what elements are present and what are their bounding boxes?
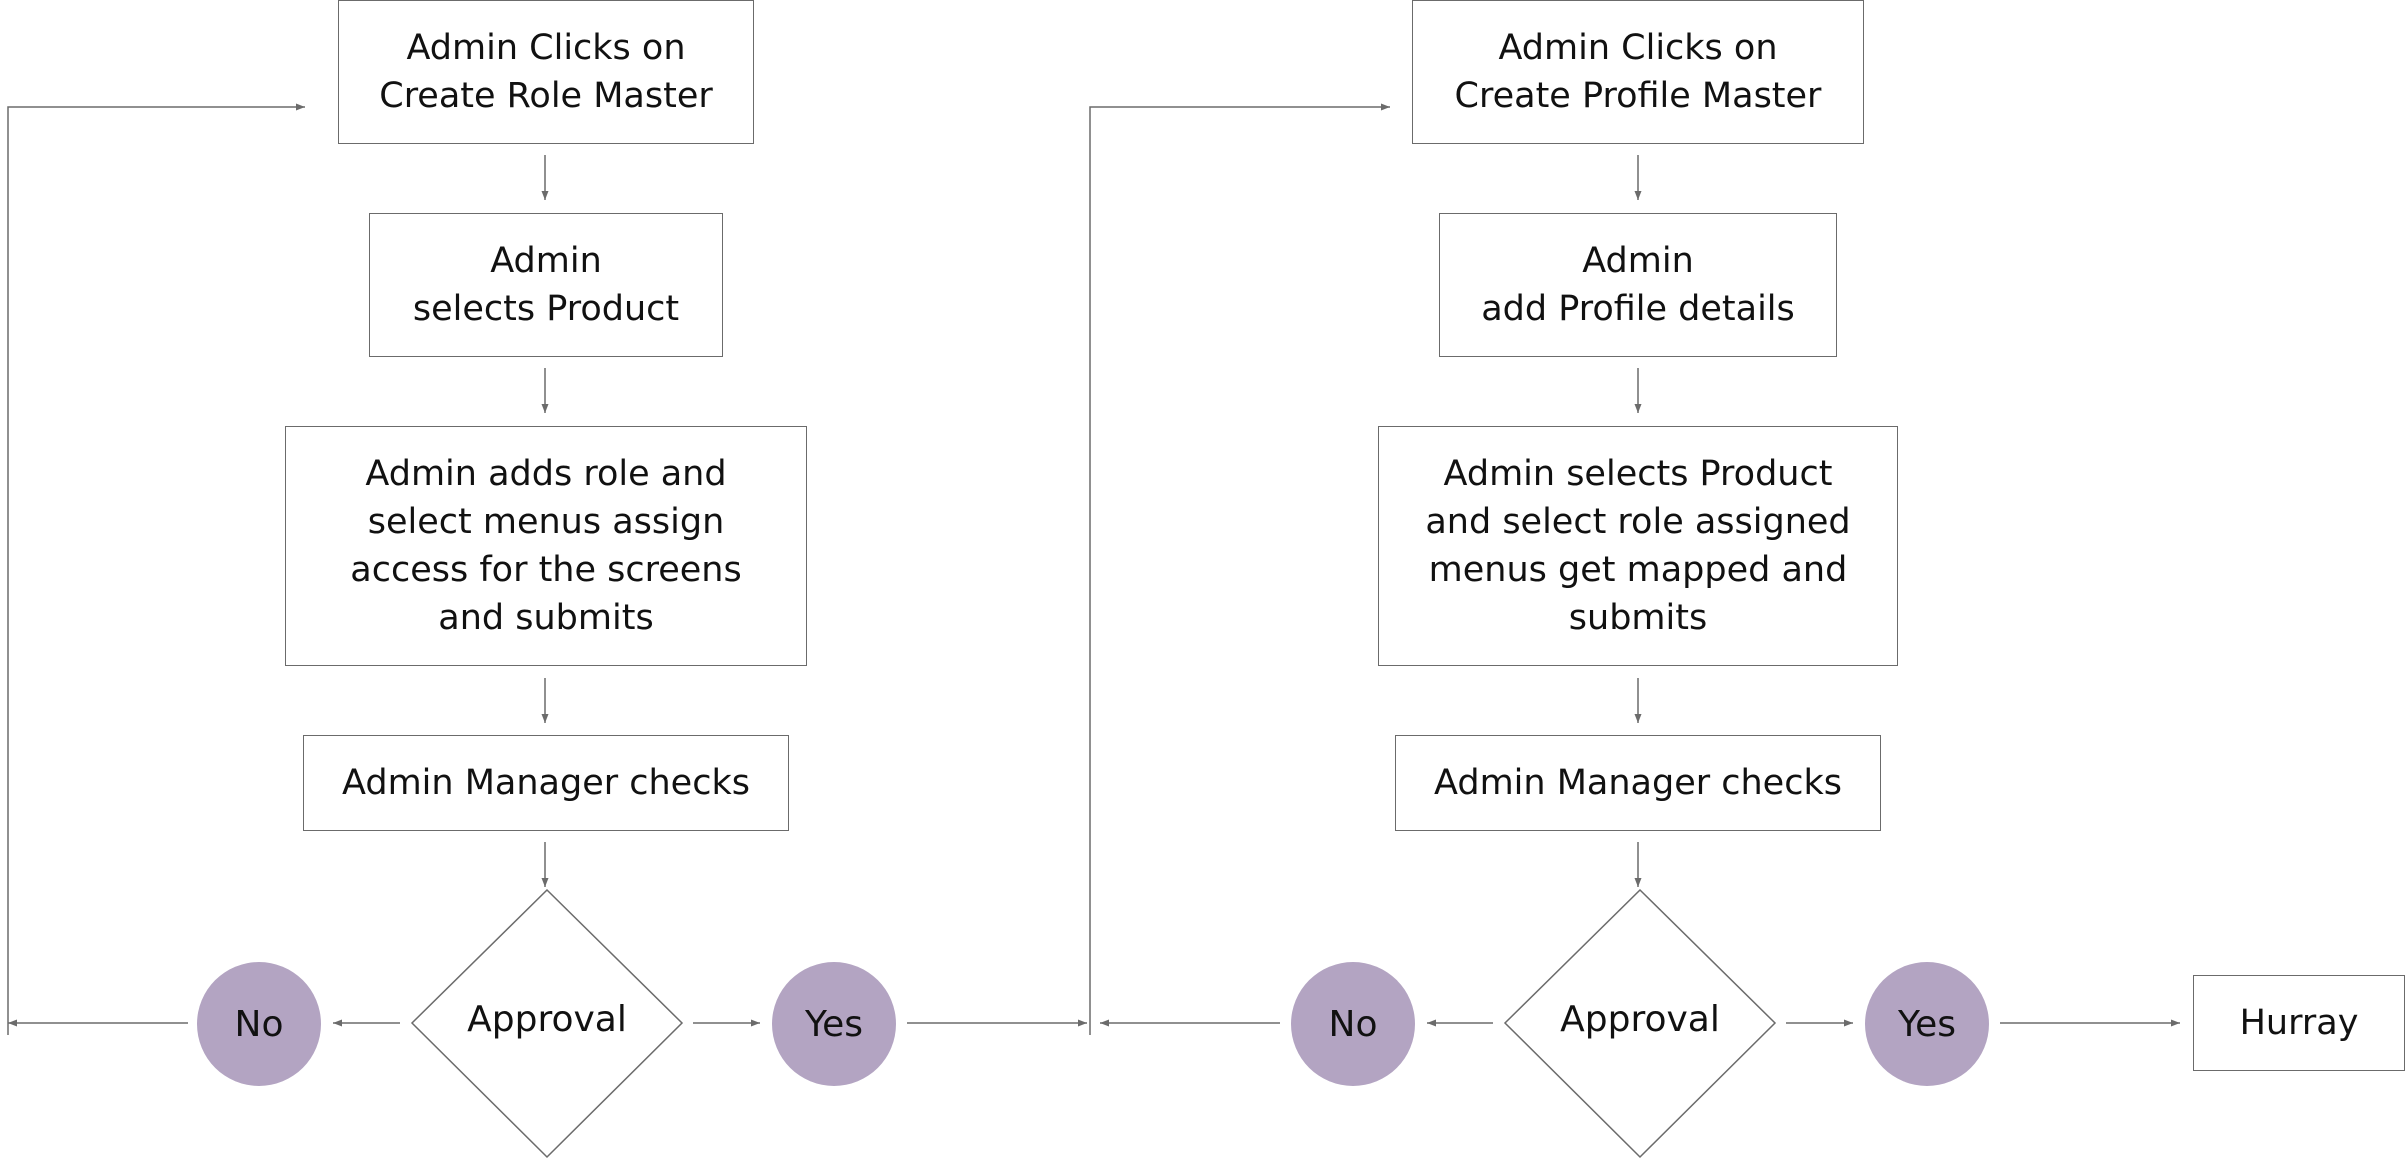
end-node-hurray: Hurray	[2193, 975, 2405, 1071]
right-step-manager-checks: Admin Manager checks	[1395, 735, 1881, 831]
left-decision-label: Approval	[467, 999, 627, 1040]
right-step-2-text: Admin add Profile details	[1481, 241, 1795, 329]
right-step-create-profile-master: Admin Clicks on Create Profile Master	[1412, 0, 1864, 144]
left-decision-diamond	[410, 888, 684, 1159]
right-yes-node: Yes	[1865, 962, 1989, 1086]
left-step-manager-checks: Admin Manager checks	[303, 735, 789, 831]
left-yes-node: Yes	[772, 962, 896, 1086]
right-loopback-line	[1089, 103, 1390, 1035]
left-step-select-product: Admin selects Product	[369, 213, 723, 357]
right-no-node: No	[1291, 962, 1415, 1086]
left-loopback-line	[7, 103, 305, 1035]
right-step-select-product-role: Admin selects Product and select role as…	[1378, 426, 1898, 666]
left-step-add-role: Admin adds role and select menus assign …	[285, 426, 807, 666]
left-step-create-role-master: Admin Clicks on Create Role Master	[338, 0, 754, 144]
right-decision-label: Approval	[1560, 999, 1720, 1040]
end-node-text: Hurray	[2239, 1003, 2359, 1043]
right-step-3-text: Admin selects Product and select role as…	[1425, 454, 1851, 638]
right-decision-diamond	[1503, 888, 1777, 1159]
left-no-node: No	[197, 962, 321, 1086]
left-step-3-text: Admin adds role and select menus assign …	[350, 454, 742, 638]
right-step-1-text: Admin Clicks on Create Profile Master	[1454, 28, 1822, 116]
right-step-add-profile-details: Admin add Profile details	[1439, 213, 1837, 357]
left-step-2-text: Admin selects Product	[412, 241, 680, 329]
left-step-1-text: Admin Clicks on Create Role Master	[379, 28, 713, 116]
left-step-4-text: Admin Manager checks	[342, 763, 750, 803]
right-step-4-text: Admin Manager checks	[1434, 763, 1842, 803]
